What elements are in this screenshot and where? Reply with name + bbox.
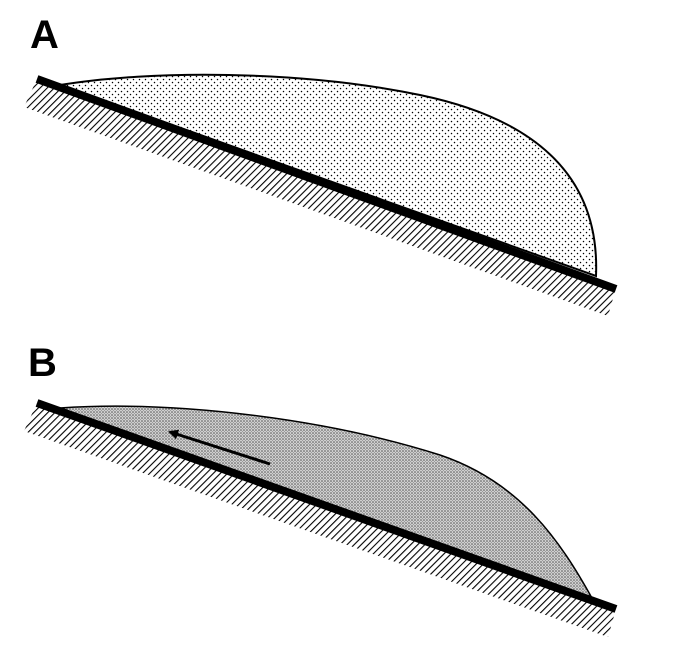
panel-b-label: B <box>28 341 57 385</box>
panel-a: A <box>24 13 618 316</box>
panel-b-substrate-hatching <box>24 403 616 637</box>
panel-b: B <box>24 341 618 637</box>
panel-a-substrate-hatching <box>24 79 616 316</box>
panel-a-incline-surface <box>35 75 618 293</box>
panel-a-droplet <box>56 73 598 278</box>
panel-b-flow-arrow <box>168 429 271 466</box>
panel-b-incline-surface <box>35 399 618 613</box>
panel-a-label: A <box>30 13 59 57</box>
